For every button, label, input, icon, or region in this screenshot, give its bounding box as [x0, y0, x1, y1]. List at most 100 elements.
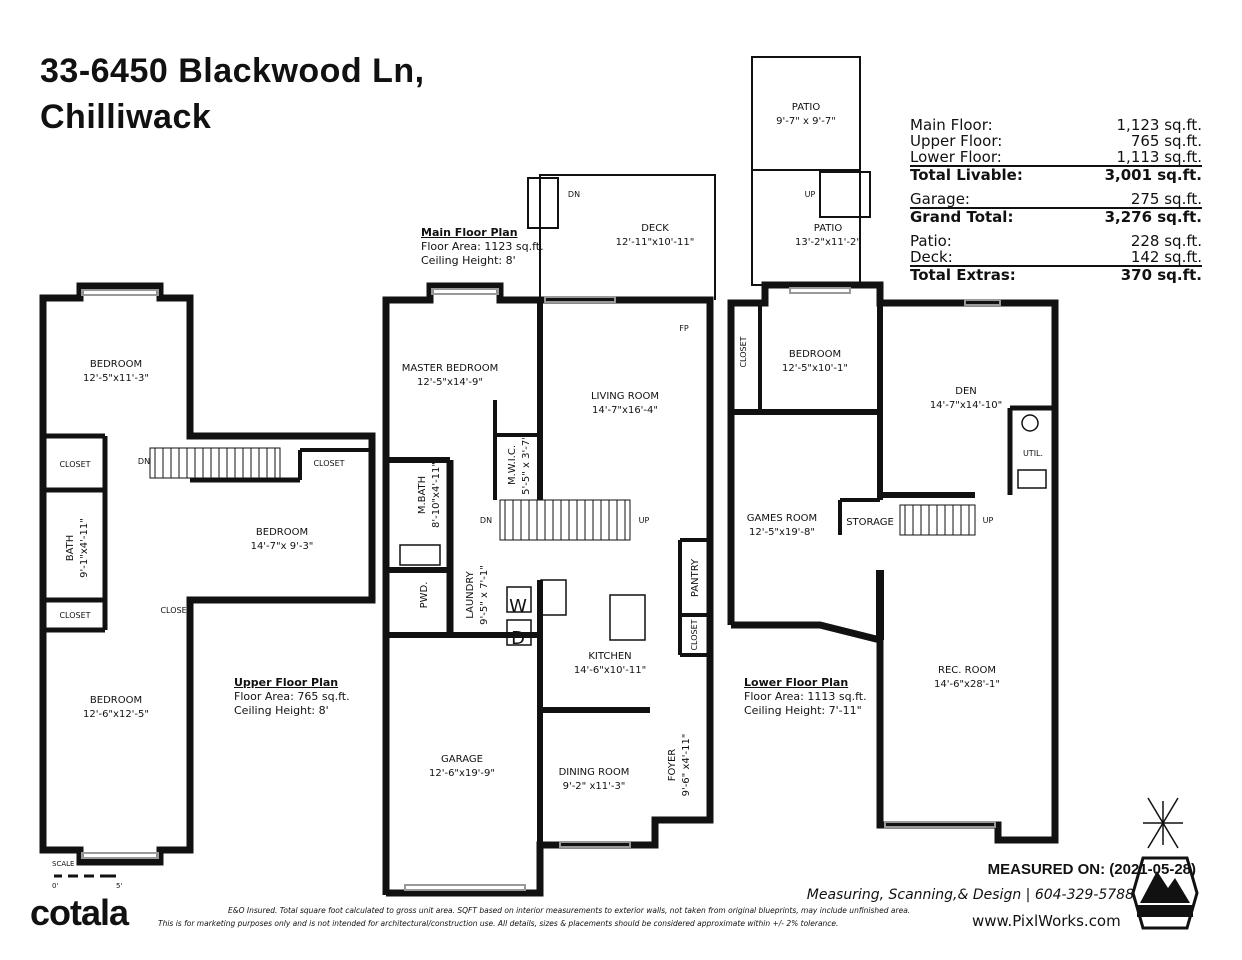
room-name: FOYER	[667, 748, 678, 782]
room-label-storage: STORAGE	[846, 516, 894, 530]
room-label-main-closet: CLOSET	[688, 619, 702, 650]
room-name: BEDROOM	[89, 359, 143, 370]
room-label-upper-closet4: CLOSET	[160, 604, 191, 618]
room-dimensions: 9'-6" x4'-11"	[681, 733, 692, 797]
patio-outline	[751, 56, 871, 286]
area-value: 1,123 sq.ft.	[1116, 116, 1202, 134]
area-value: 3,276 sq.ft.	[1104, 208, 1202, 226]
area-label: Total Extras:	[910, 266, 1016, 284]
website-link[interactable]: www.PixlWorks.com	[972, 912, 1121, 930]
room-dimensions: 14'-6"x28'-1"	[933, 679, 1001, 690]
room-name: BATH	[65, 534, 76, 562]
area-row: Lower Floor:1,113 sq.ft.	[910, 149, 1202, 165]
room-name: DEN	[955, 386, 977, 397]
plan-marker-main-dn: DN	[479, 516, 493, 525]
disclaimer-line-2: This is for marketing purposes only and …	[158, 919, 839, 928]
lower-floor-info: Lower Floor Plan Floor Area: 1113 sq.ft.…	[744, 676, 867, 718]
room-name: GAMES ROOM	[746, 513, 818, 524]
room-name: DECK	[641, 223, 669, 234]
disclaimer-line-1: E&O Insured. Total square foot calculate…	[228, 906, 911, 915]
upper-floor-info: Upper Floor Plan Floor Area: 765 sq.ft. …	[234, 676, 350, 718]
room-dimensions: 12'-6"x19'-9"	[428, 768, 496, 779]
cotala-brand-logo: cotala	[30, 892, 129, 933]
lower-stairs	[899, 504, 976, 536]
area-value: 765 sq.ft.	[1130, 132, 1202, 150]
area-label: Lower Floor:	[910, 148, 1002, 166]
upper-windows	[81, 289, 159, 859]
room-dimensions: 8'-10"x4'-11"	[431, 461, 442, 529]
room-name: MASTER BEDROOM	[401, 363, 499, 374]
plan-ceiling: Ceiling Height: 7'-11"	[744, 704, 862, 717]
area-row: Main Floor: 1,123 sq.ft.	[910, 117, 1202, 133]
room-dimensions: 12'-5"x11'-3"	[82, 373, 150, 384]
area-value: 275 sq.ft.	[1130, 190, 1202, 208]
measured-date: MEASURED ON: (2021-05-28)	[987, 861, 1196, 878]
room-label-util: UTIL.	[1023, 447, 1043, 461]
area-summary-table: Main Floor:1,123 sq.ft.Upper Floor:765 s…	[910, 117, 1202, 283]
room-dimensions: 13'-2"x11'-2"	[794, 237, 862, 248]
contact-line: Measuring, Scanning,& Design | 604-329-5…	[806, 887, 1134, 903]
scale-max: 5'	[116, 882, 123, 890]
plan-ceiling: Ceiling Height: 8'	[421, 254, 516, 267]
room-name: BEDROOM	[255, 527, 309, 538]
room-name: M.BATH	[417, 475, 428, 515]
room-name: PANTRY	[690, 558, 701, 598]
plan-marker-dryer: D	[511, 628, 525, 649]
area-value: 3,001 sq.ft.	[1104, 166, 1202, 184]
scale-label: SCALE	[52, 860, 75, 868]
main-windows	[404, 288, 631, 891]
room-label-patio-lower: PATIO 13'-2"x11'-2"	[795, 222, 861, 250]
room-dimensions: 9'-1"x4'-11"	[79, 518, 90, 578]
area-row: Patio: 228 sq.ft.	[910, 233, 1202, 249]
room-label-upper-closet3: CLOSET	[59, 609, 90, 623]
room-dimensions: 9'-7" x 9'-7"	[776, 116, 836, 127]
room-name: CLOSET	[59, 611, 91, 620]
room-label-garage: GARAGE 12'-6"x19'-9"	[429, 753, 495, 781]
room-label-upper-closet2: CLOSET	[313, 457, 344, 471]
plan-marker-patio-up: UP	[804, 190, 816, 199]
plan-ceiling: Ceiling Height: 8'	[234, 704, 329, 717]
room-dimensions: 14'-7"x 9'-3"	[250, 541, 314, 552]
room-dimensions: 12'-5"x10'-1"	[781, 363, 849, 374]
scale-legend: SCALE 0' 5'	[52, 860, 122, 890]
util-fixtures	[1017, 414, 1047, 489]
room-label-mwic: M.W.I.C.5'-5" x 3'-7"	[506, 435, 534, 495]
area-label: Patio:	[910, 232, 952, 250]
address-line: 33-6450 Blackwood Ln,	[40, 52, 425, 90]
room-dimensions: 9'-2" x11'-3"	[562, 781, 626, 792]
area-value: 228 sq.ft.	[1130, 232, 1202, 250]
room-name: KITCHEN	[588, 651, 632, 662]
room-label-kitchen: KITCHEN 14'-6"x10'-11"	[574, 650, 646, 678]
plan-area: Floor Area: 1113 sq.ft.	[744, 690, 867, 703]
room-name: BEDROOM	[788, 349, 842, 360]
area-label: Grand Total:	[910, 208, 1014, 226]
room-dimensions: 14'-6"x10'-11"	[573, 665, 647, 676]
lower-floor-walls	[727, 281, 1059, 844]
room-name: LAUNDRY	[465, 571, 476, 619]
area-label: Garage:	[910, 190, 970, 208]
area-value: 142 sq.ft.	[1130, 248, 1202, 266]
room-name: UTIL.	[1022, 449, 1044, 458]
room-name: CLOSET	[313, 459, 345, 468]
room-name: CLOSET	[59, 460, 91, 469]
plan-area: Floor Area: 765 sq.ft.	[234, 690, 350, 703]
plan-heading: Lower Floor Plan	[744, 676, 849, 689]
room-name: PATIO	[813, 223, 843, 234]
area-value: 370 sq.ft.	[1120, 266, 1202, 284]
area-row: Garage: 275 sq.ft.	[910, 191, 1202, 207]
area-row: Total Extras: 370 sq.ft.	[910, 265, 1202, 283]
scale-min: 0'	[52, 882, 59, 890]
room-label-pantry: PANTRY	[689, 559, 703, 597]
room-name: GARAGE	[441, 754, 483, 765]
room-name: LIVING ROOM	[590, 391, 660, 402]
room-name: BEDROOM	[89, 695, 143, 706]
area-label: Main Floor:	[910, 116, 993, 134]
city-line: Chilliwack	[40, 98, 212, 136]
room-name: PWD.	[419, 581, 430, 609]
